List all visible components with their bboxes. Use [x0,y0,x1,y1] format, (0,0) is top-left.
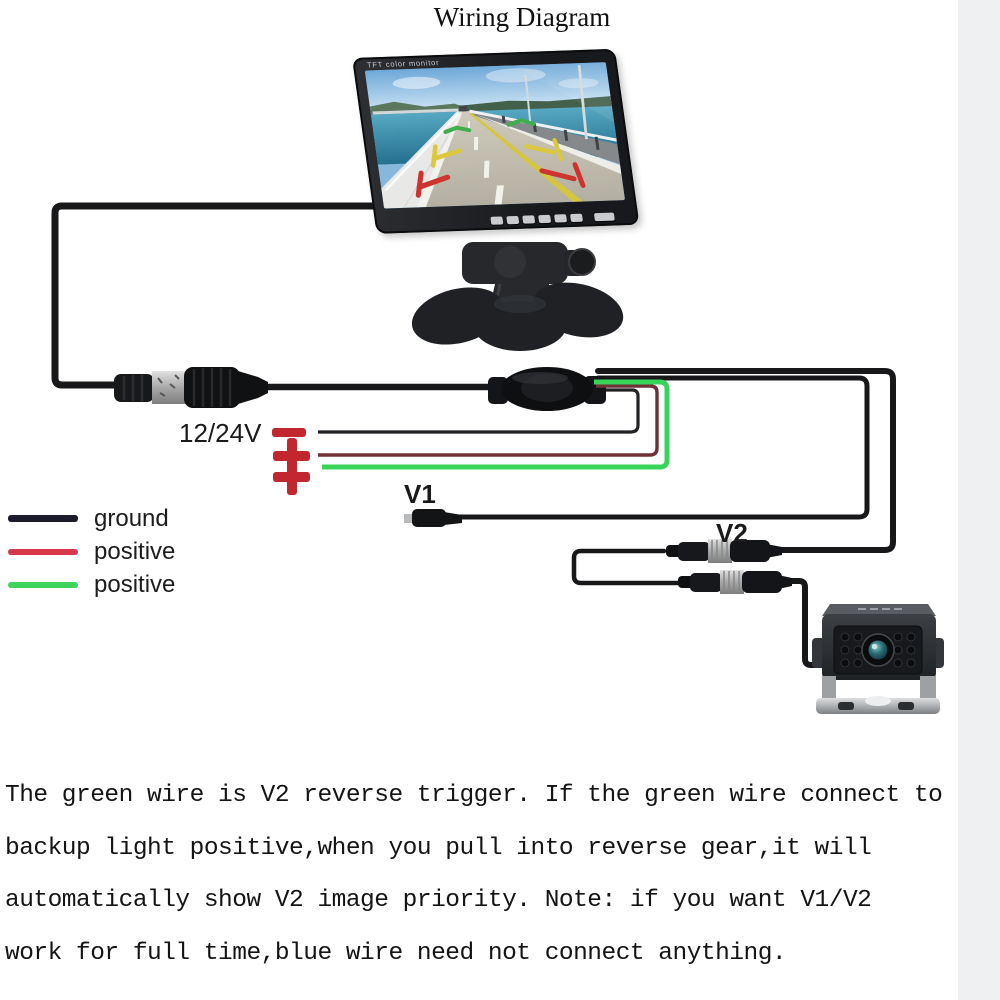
camera-lens [868,640,888,660]
monitor-button[interactable] [569,213,584,223]
description-line: automatically show V2 image priority. No… [5,887,872,914]
monitor-stand [411,242,624,351]
bracket-arm-right [920,676,936,702]
road [405,111,626,208]
ir-leds [840,632,916,668]
positive-wire-red [318,384,659,457]
female-body [730,540,770,562]
monitor-button[interactable] [522,215,536,224]
v1-input-label: V1 [404,479,436,509]
legend-label: positive [94,537,176,565]
v1-video-cable [455,375,870,520]
right-yellow-line [468,113,584,202]
polarity-symbols [272,428,310,495]
inline-fuse-holder [488,367,606,411]
male-body [690,573,722,592]
v1-plug-body [412,509,446,527]
screen-image [364,62,626,209]
bracket-arm-left [822,676,836,702]
v2-connector-pair-2 [678,570,792,594]
reverse-trigger-wire-green [322,379,670,470]
positive-green-line-swatch [8,581,78,588]
v2-extension-loop-cable [571,548,693,586]
ground-wire [318,388,640,434]
silver-collar [152,371,186,404]
base-sheen [494,295,546,313]
monitor-button[interactable] [506,215,520,225]
monitor-power-cable [51,202,382,389]
plug-ribs [122,375,144,401]
monitor-button[interactable] [490,216,504,225]
description-line: backup light positive,when you pull into… [5,834,872,862]
plus-symbol-green [273,459,310,495]
railing-rails [384,112,460,192]
legend-row-positive-green: positive [8,568,175,601]
power-voltage-label: 12/24V [179,418,262,448]
v1-connector [404,509,462,527]
distant-vehicle [458,105,468,112]
lens-glint [871,643,878,650]
clouds [392,68,599,89]
male-body [678,542,710,561]
left-railing [381,111,463,209]
hinge-disc [494,246,526,278]
minus-symbol [272,428,306,437]
monitor-power-button[interactable] [593,212,615,222]
bracket-slot-right [898,702,914,710]
parking-guidelines [415,118,586,198]
butterfly-base [411,282,624,351]
bracket-notch [865,696,891,706]
tft-monitor: TFT color monitor [352,48,640,234]
power-barrel-connector [114,367,268,408]
description-text: The green wire is V2 reverse trigger. If… [5,770,997,980]
female-taper [778,575,792,589]
camera-cable [789,578,829,668]
bracket-slot-left [838,702,854,710]
page-title: Wiring Diagram [433,2,611,32]
collar-speckle [157,374,180,397]
female-body [742,571,782,593]
collar-threads [723,571,740,593]
legend-row-positive-red: positive [8,535,175,568]
v2-video-cable [595,368,896,553]
glass-reflection [514,62,615,123]
photo-background-band [958,0,1000,1000]
connector-ribs [192,368,232,407]
monitor-button[interactable] [538,214,552,224]
center-dashes [467,121,504,205]
monitor-button[interactable] [554,214,568,223]
v1-plug-tip [404,514,416,523]
collar-threads [711,540,728,562]
legend-label: positive [94,570,176,598]
description-line: The green wire is V2 reverse trigger. If… [5,782,943,809]
positive-red-line-swatch [8,548,78,555]
cables [51,202,896,668]
guardrail-posts [501,115,600,150]
wire-legend: ground positive positive [8,502,175,601]
light-poles [524,65,588,140]
tension-knob [568,248,596,276]
v2-connector-pair-1 [666,539,782,563]
v1-plug-taper [444,512,462,525]
distant-causeway [372,108,459,115]
connector-taper [238,371,268,404]
female-taper [766,544,782,558]
junction-highlight [512,372,568,384]
v2-input-label: V2 [716,518,748,548]
monitor-screen [364,62,626,209]
description-line: work for full time,blue wire need not co… [5,939,787,967]
camera-top-face [822,604,936,616]
guardrail-cap [469,109,617,142]
rear-camera [812,604,944,714]
ground-line-swatch [8,515,78,522]
legend-row-ground: ground [8,502,175,535]
legend-label: ground [94,504,169,532]
